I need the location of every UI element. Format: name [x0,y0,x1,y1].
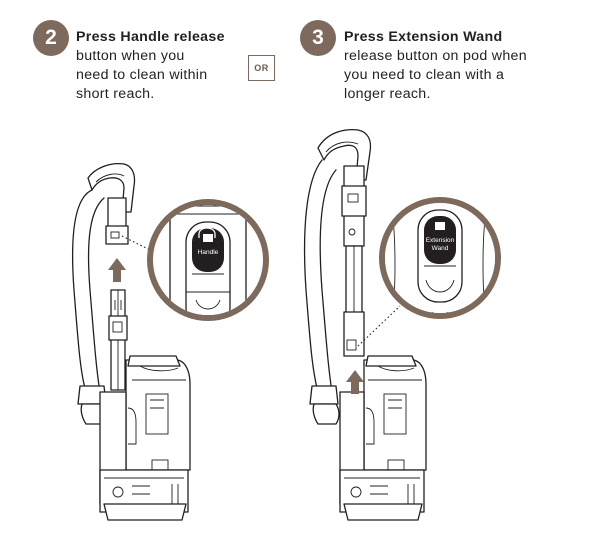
up-arrow-right [346,370,364,394]
extension-wand-label-line-2: Wand [432,245,449,252]
step-3-line-1: release button on pod when [344,48,527,64]
up-arrow-left [108,258,126,282]
zoom-detail-left: Handle [147,199,269,321]
step-2-number-badge: 2 [33,20,69,56]
step-2-text: Press Handle release button when you nee… [76,28,246,104]
step-3-line-2: you need to clean with a [344,67,505,83]
step-2-title: Press Handle release [76,29,225,45]
step-3-title: Press Extension Wand [344,29,503,45]
step-3-text: Press Extension Wand release button on p… [344,28,564,104]
handle-release-label: Handle [198,249,219,256]
leader-line-right [357,305,401,347]
step-2-line-2: need to clean within [76,67,208,83]
leader-line-left [121,235,151,251]
right-vacuum-illustration [303,128,427,521]
step-2-line-1: button when you [76,48,185,64]
or-divider: OR [248,55,275,81]
zoom-detail-right: Extension Wand [379,197,501,319]
step-3-line-3: longer reach. [344,86,431,102]
step-2-line-3: short reach. [76,86,155,102]
extension-wand-label-line-1: Extension [426,237,455,244]
left-vacuum-illustration [71,162,191,521]
step-3-number-badge: 3 [300,20,336,56]
